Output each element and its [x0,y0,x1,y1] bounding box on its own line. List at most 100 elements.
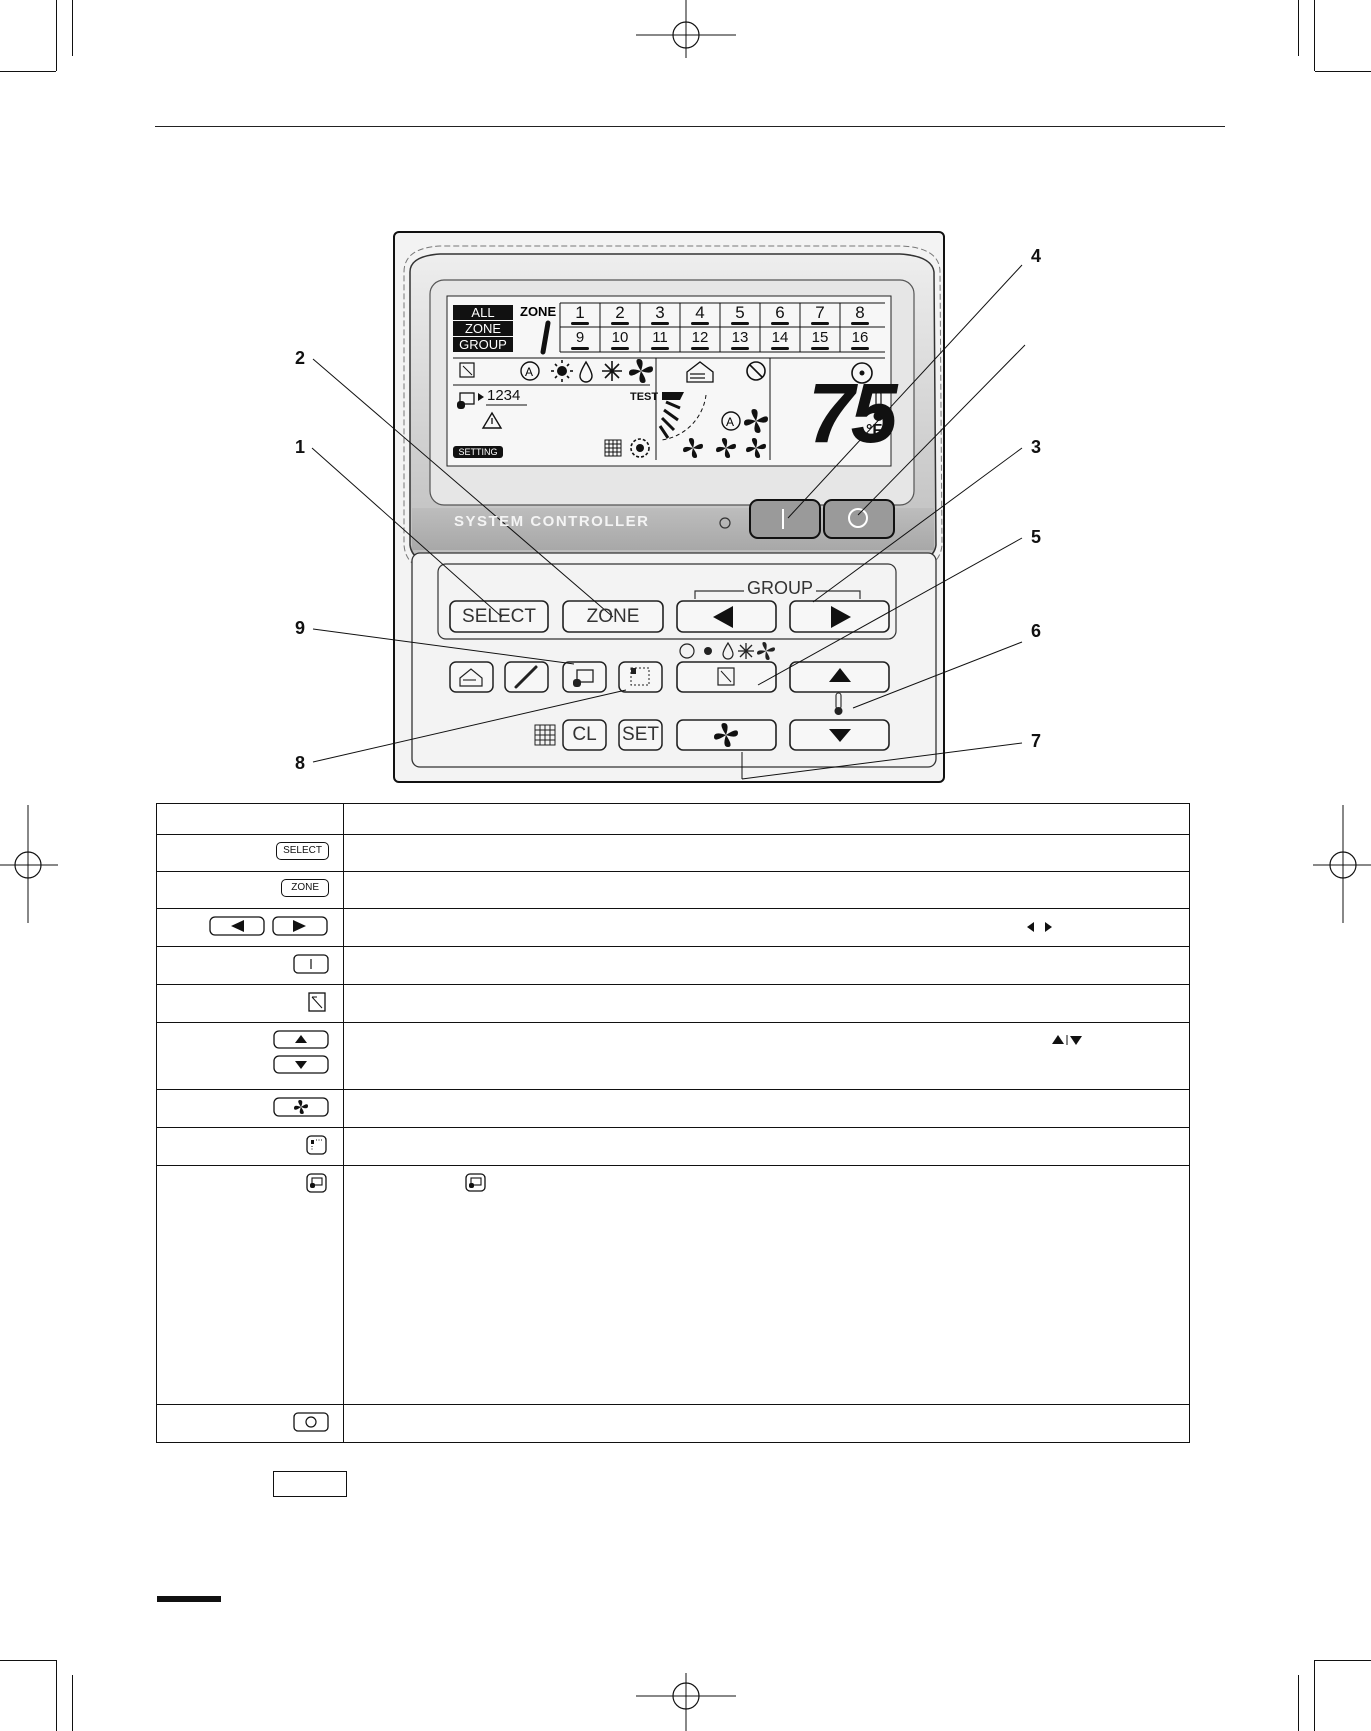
registration-mark-top [636,0,736,58]
table-row [156,1127,1190,1166]
crop-mark [1298,1675,1299,1731]
temp-down-button[interactable] [790,720,889,750]
temperature-keys-icon [273,1030,329,1074]
table-cell [156,984,344,1023]
table-cell [156,946,344,985]
table-cell [343,1022,1190,1090]
crop-mark [72,0,73,56]
ventilation-button[interactable] [450,662,493,692]
crop-mark [1315,71,1371,72]
lcd-group-number: 12 [691,329,709,346]
select-button[interactable]: SELECT [462,606,536,627]
lcd-group-number: 6 [775,303,785,322]
table-row [156,1165,1190,1405]
table-row: ZONE [156,871,1190,909]
zone-key-icon: ZONE [281,879,329,897]
louver-button[interactable] [619,662,662,692]
table-cell: SELECT [156,834,344,872]
table-cell [156,1165,344,1405]
louver-key-icon [306,1135,327,1155]
cl-button[interactable]: CL [572,724,597,745]
lcd-group-number: 11 [652,329,668,346]
callout-7: 7 [1031,731,1042,751]
lcd-temperature: 75 [808,366,897,460]
crop-mark [1298,0,1299,56]
lcd-group-number: 5 [735,303,745,322]
fan-key-icon [273,1097,329,1117]
table-row [156,908,1190,947]
table-cell [343,1165,1190,1405]
callout-4: 4 [1031,246,1042,266]
lcd-mode-all: ALL [471,305,495,320]
remote-lock-button[interactable] [563,662,606,692]
temp-up-button[interactable] [790,662,889,692]
table-row: SELECT [156,834,1190,872]
group-left-right-keys-icon [209,916,328,936]
zone-button[interactable]: ZONE [586,606,640,627]
registration-mark-left [0,805,58,923]
table-header-row [156,803,1190,835]
table-cell [343,1404,1190,1443]
lcd-group-number: 2 [615,303,625,322]
check-button[interactable] [505,662,548,692]
table-cell [343,1089,1190,1128]
lcd-group-number: 9 [575,329,585,346]
callout-3: 3 [1031,437,1042,457]
table-cell [156,1127,344,1166]
lcd-temperature-unit: °F [866,422,883,439]
table-cell [343,946,1190,985]
lcd-group-number: 3 [655,303,665,322]
note-box [273,1471,347,1497]
lcd-code: 1234 [487,387,521,404]
group-left-button[interactable] [677,601,776,632]
mode-key-icon [308,992,326,1012]
crop-mark [0,71,56,72]
table-cell [343,834,1190,872]
table-cell [156,1404,344,1443]
group-right-button[interactable] [790,601,889,632]
table-cell [343,803,1190,835]
table-row [156,1404,1190,1443]
crop-mark [1315,1660,1371,1661]
remote-lock-inline-icon [465,1173,486,1192]
select-key-icon: SELECT [276,842,329,860]
crop-mark [1314,1660,1315,1731]
brand-label: SYSTEM CONTROLLER [454,513,650,530]
lcd-mode-group: GROUP [459,337,507,352]
system-controller-illustration: ZONE A [311,231,1026,783]
crop-mark [0,1660,56,1661]
lcd-group-number: 8 [855,303,865,322]
table-row [156,984,1190,1023]
header-rule [155,126,1225,127]
fan-speed-button[interactable] [677,720,776,750]
table-cell [343,908,1190,947]
lcd-group-number: 15 [811,329,829,346]
crop-mark [72,1675,73,1731]
table-row [156,1089,1190,1128]
lcd-group-number: 16 [851,329,869,346]
set-button[interactable]: SET [622,724,659,745]
table-row [156,946,1190,985]
registration-mark-right [1313,805,1371,923]
group-label: GROUP [746,578,813,598]
lcd-test-label: TEST [630,391,659,403]
lcd-group-number: 7 [815,303,825,322]
on-button[interactable]: I [750,500,820,538]
lcd-setting-label: SETTING [458,447,498,457]
table-cell [343,871,1190,909]
table-cell [156,908,344,947]
lcd-mode-zone: ZONE [464,321,502,336]
callout-8: 8 [295,753,306,773]
lcd-group-number: 10 [611,329,629,346]
off-button[interactable]: O [824,500,894,538]
mode-button[interactable] [677,662,776,692]
callout-9: 9 [295,618,306,638]
registration-mark-bottom [636,1673,736,1731]
button-description-table: SELECT ZONE [156,803,1190,1443]
table-cell [343,1127,1190,1166]
lcd-group-number: 14 [771,329,789,346]
table-cell [156,1022,344,1090]
page-footer-bar [157,1596,221,1602]
svg-text:ZONE: ZONE [520,304,556,319]
callout-2: 2 [295,348,306,368]
